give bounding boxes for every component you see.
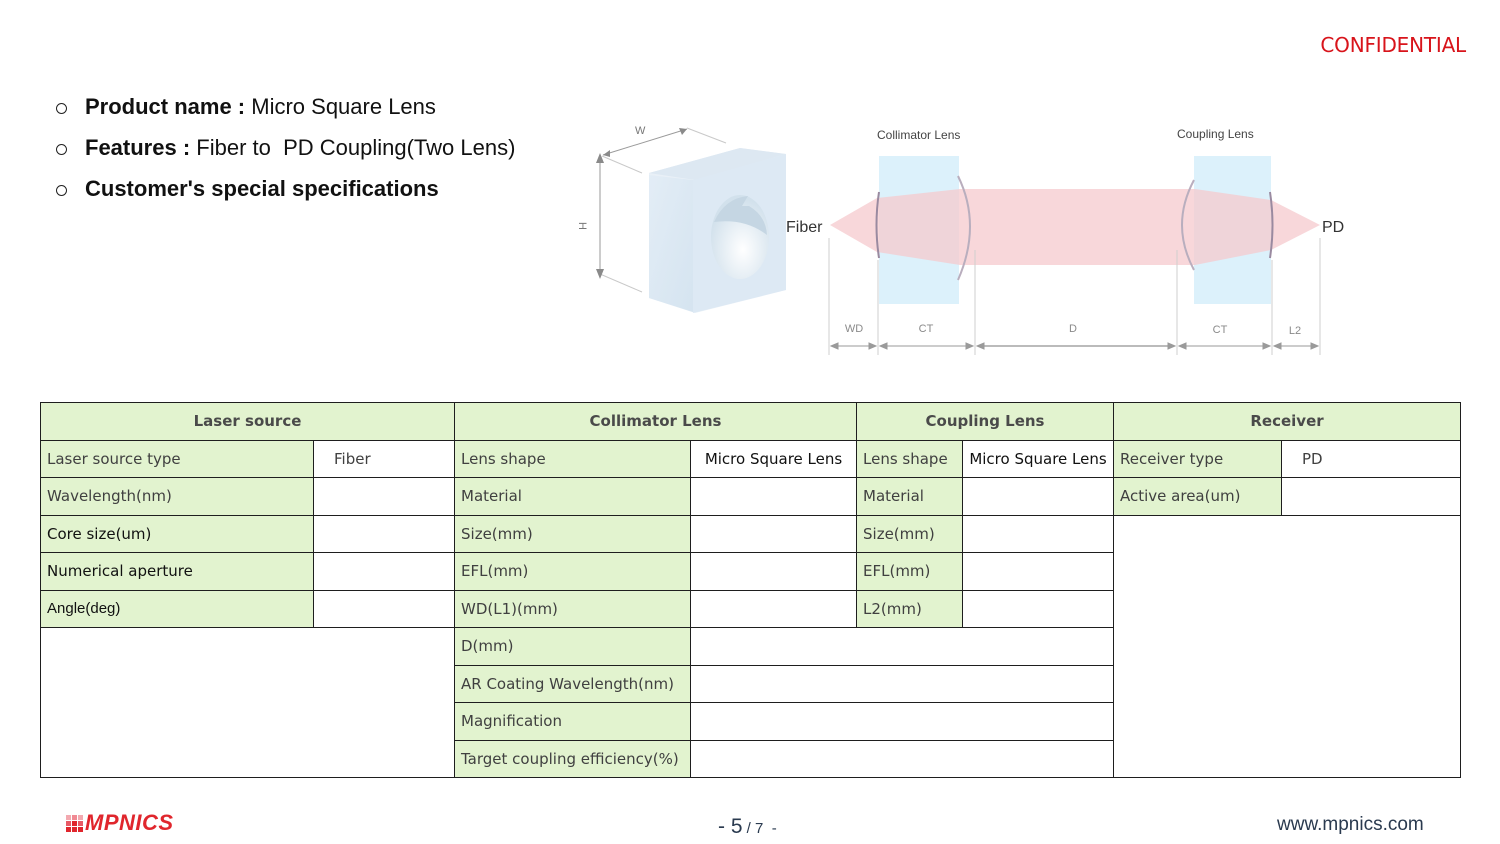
- coupling-efficiency-label: Target coupling efficiency(%): [454, 739, 691, 778]
- collimator-efl-value[interactable]: [690, 552, 857, 591]
- ar-coating-value[interactable]: [690, 664, 1114, 703]
- collimator-wd-value[interactable]: [690, 589, 857, 628]
- coupling-l2-label: L2(mm): [856, 589, 963, 628]
- collimator-efl-label: EFL(mm): [454, 552, 691, 591]
- coupling-efficiency-value[interactable]: [690, 739, 1114, 778]
- numerical-aperture-value[interactable]: [313, 552, 455, 591]
- core-size-label: Core size(um): [40, 514, 314, 553]
- active-area-label: Active area(um): [1113, 477, 1282, 516]
- page-suffix: -: [763, 820, 777, 837]
- collimator-size-value[interactable]: [690, 514, 857, 553]
- receiver-type-value[interactable]: PD: [1281, 439, 1461, 478]
- coupling-lens-shape-label: Lens shape: [856, 439, 963, 478]
- coupling-material-label: Material: [856, 477, 963, 516]
- coupling-material-value[interactable]: [962, 477, 1114, 516]
- bullet-circle-icon: [56, 185, 67, 196]
- collimator-material-label: Material: [454, 477, 691, 516]
- logo-grid-icon: [66, 814, 83, 832]
- dimension-wd: WD: [845, 323, 863, 335]
- angle-label: Angle(deg): [40, 589, 314, 628]
- collimator-wd-label: WD(L1)(mm): [454, 589, 691, 628]
- collimator-lens-shape-value[interactable]: Micro Square Lens: [690, 439, 857, 478]
- ar-coating-label: AR Coating Wavelength(nm): [454, 664, 691, 703]
- specification-table: Laser source Collimator Lens Coupling Le…: [40, 402, 1461, 778]
- dimension-ct-coupling: CT: [1213, 324, 1228, 336]
- bullet-features: Features : Fiber to PD Coupling(Two Lens…: [56, 127, 515, 168]
- bullet-label: Product name :: [85, 93, 246, 119]
- height-label: H: [576, 222, 588, 230]
- collimator-size-label: Size(mm): [454, 514, 691, 553]
- width-label: W: [635, 125, 646, 137]
- bullet-label: Features :: [85, 134, 191, 160]
- wavelength-value[interactable]: [313, 477, 455, 516]
- receiver-notes-area: [1113, 514, 1461, 778]
- bullet-circle-icon: [56, 103, 67, 114]
- table-row: Core size(um) Size(mm) Size(mm): [40, 514, 1461, 778]
- page-number: - 5 / 7 -: [718, 815, 777, 839]
- bullet-value: Micro Square Lens: [245, 93, 436, 119]
- table-row: Target coupling efficiency(%): [41, 739, 1461, 778]
- micro-square-lens-illustration: W H: [576, 125, 786, 313]
- pd-label: PD: [1322, 219, 1344, 236]
- laser-beam: [830, 189, 1320, 265]
- table-row: D(mm): [40, 627, 1461, 778]
- table-row: AR Coating Wavelength(nm): [41, 664, 1461, 703]
- bullet-circle-icon: [56, 144, 67, 155]
- coupling-efl-label: EFL(mm): [856, 552, 963, 591]
- core-size-value[interactable]: [313, 514, 455, 553]
- dimension-d: D: [1069, 323, 1077, 335]
- header-laser-source: Laser source: [40, 402, 455, 441]
- coupling-efl-value[interactable]: [962, 552, 1114, 591]
- page-current: 5: [730, 815, 743, 838]
- dimension-ct-collimator: CT: [919, 323, 934, 335]
- table-row: Angle(deg) WD(L1)(mm) L2(mm): [40, 589, 1461, 628]
- laser-source-notes-area: [40, 627, 455, 778]
- fiber-label: Fiber: [786, 219, 823, 236]
- magnification-label: Magnification: [454, 702, 691, 741]
- website-link[interactable]: www.mpnics.com: [1277, 814, 1424, 835]
- coupling-system-illustration: Collimator Lens Coupling Lens Fiber PD: [786, 127, 1344, 355]
- laser-source-type-value[interactable]: Fiber: [313, 439, 455, 478]
- optical-diagram: W H Collimator Lens Coupling Lens Fiber …: [576, 125, 1344, 355]
- page-total: 7: [755, 820, 764, 837]
- distance-d-label: D(mm): [454, 627, 691, 666]
- coupling-size-value[interactable]: [962, 514, 1114, 553]
- logo-text: MPNICS: [85, 810, 174, 835]
- page-prefix: -: [718, 815, 731, 838]
- coupling-lens-shape-value[interactable]: Micro Square Lens: [962, 439, 1114, 478]
- table-row: Magnification: [41, 702, 1461, 741]
- bullet-list: Product name : Micro Square Lens Feature…: [56, 86, 515, 209]
- header-coupling-lens: Coupling Lens: [856, 402, 1114, 441]
- wavelength-label: Wavelength(nm): [40, 477, 314, 516]
- mpnics-logo: MPNICS: [66, 810, 174, 836]
- header-receiver: Receiver: [1113, 402, 1461, 441]
- table-row: Numerical aperture EFL(mm) EFL(mm): [40, 552, 1461, 591]
- receiver-type-label: Receiver type: [1113, 439, 1282, 478]
- confidential-label: CONFIDENTIAL: [1320, 33, 1466, 57]
- header-collimator-lens: Collimator Lens: [454, 402, 857, 441]
- bullet-product-name: Product name : Micro Square Lens: [56, 86, 515, 127]
- bullet-special-specs: Customer's special specifications: [56, 168, 515, 209]
- active-area-value[interactable]: [1281, 477, 1461, 516]
- table-row: Wavelength(nm) Material Material Active …: [40, 477, 1461, 516]
- magnification-value[interactable]: [690, 702, 1114, 741]
- coupling-lens-label: Coupling Lens: [1177, 127, 1254, 141]
- table-row: Laser source type Fiber Lens shape Micro…: [40, 439, 1461, 478]
- collimator-material-value[interactable]: [690, 477, 857, 516]
- page-separator: /: [742, 820, 756, 837]
- bullet-label: Customer's special specifications: [85, 175, 439, 201]
- numerical-aperture-label: Numerical aperture: [40, 552, 314, 591]
- bullet-value: Fiber to PD Coupling(Two Lens): [190, 134, 516, 160]
- dimension-l2: L2: [1289, 325, 1301, 337]
- table-header-row: Laser source Collimator Lens Coupling Le…: [40, 402, 1461, 441]
- collimator-lens-shape-label: Lens shape: [454, 439, 691, 478]
- coupling-size-label: Size(mm): [856, 514, 963, 553]
- laser-source-type-label: Laser source type: [40, 439, 314, 478]
- distance-d-value[interactable]: [690, 627, 1114, 666]
- angle-value[interactable]: [313, 589, 455, 628]
- coupling-l2-value[interactable]: [962, 589, 1114, 628]
- collimator-lens-label: Collimator Lens: [877, 128, 960, 142]
